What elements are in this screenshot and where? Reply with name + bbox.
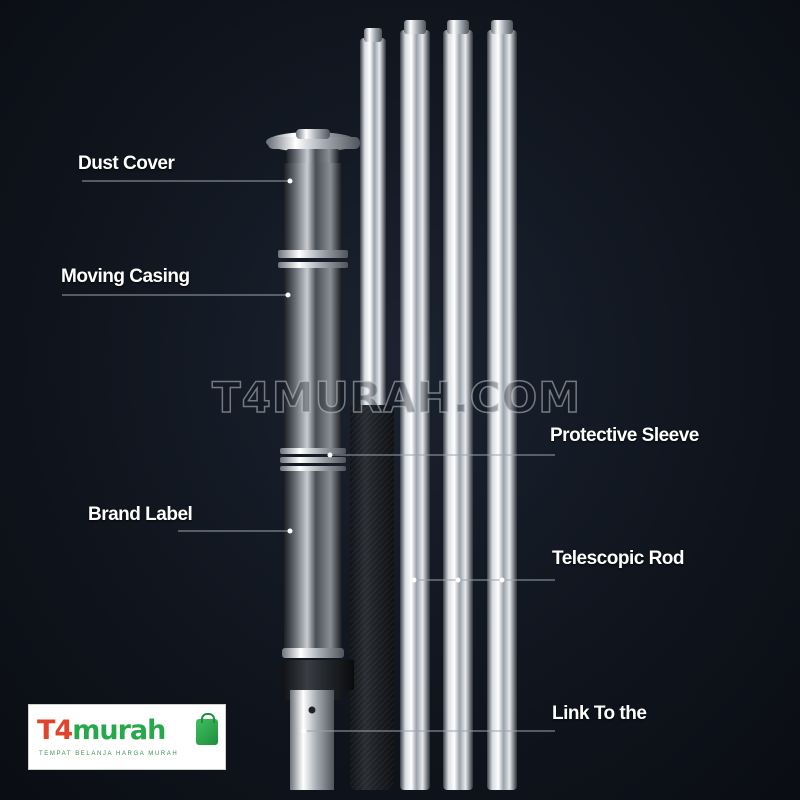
shopping-bag-icon <box>196 713 218 745</box>
watermark-text: T4MURAH.COM <box>211 372 582 423</box>
logo-tagline: TEMPAT BELANJA HARGA MURAH <box>39 751 179 757</box>
logo-suffix: murah <box>72 715 166 746</box>
protective-sleeve <box>350 405 394 790</box>
rod-2 <box>400 20 430 790</box>
callout-brand-label: Brand Label <box>88 504 193 525</box>
rod-4 <box>487 20 517 790</box>
dust-cover <box>266 129 360 163</box>
leader-lines <box>62 178 555 734</box>
logo-prefix: T4 <box>37 715 73 746</box>
callout-telescopic-rod: Telescopic Rod <box>552 548 685 569</box>
callout-moving-casing: Moving Casing <box>61 266 190 287</box>
store-logo: T4murah TEMPAT BELANJA HARGA MURAH <box>28 704 226 770</box>
logo-wordmark: T4murah <box>37 715 166 746</box>
callout-protective-sleeve: Protective Sleeve <box>550 425 699 446</box>
callout-link: Link To the <box>552 703 647 724</box>
casing-assembly <box>266 129 360 790</box>
callout-dust-cover: Dust Cover <box>78 153 175 174</box>
rod-3 <box>443 20 473 790</box>
